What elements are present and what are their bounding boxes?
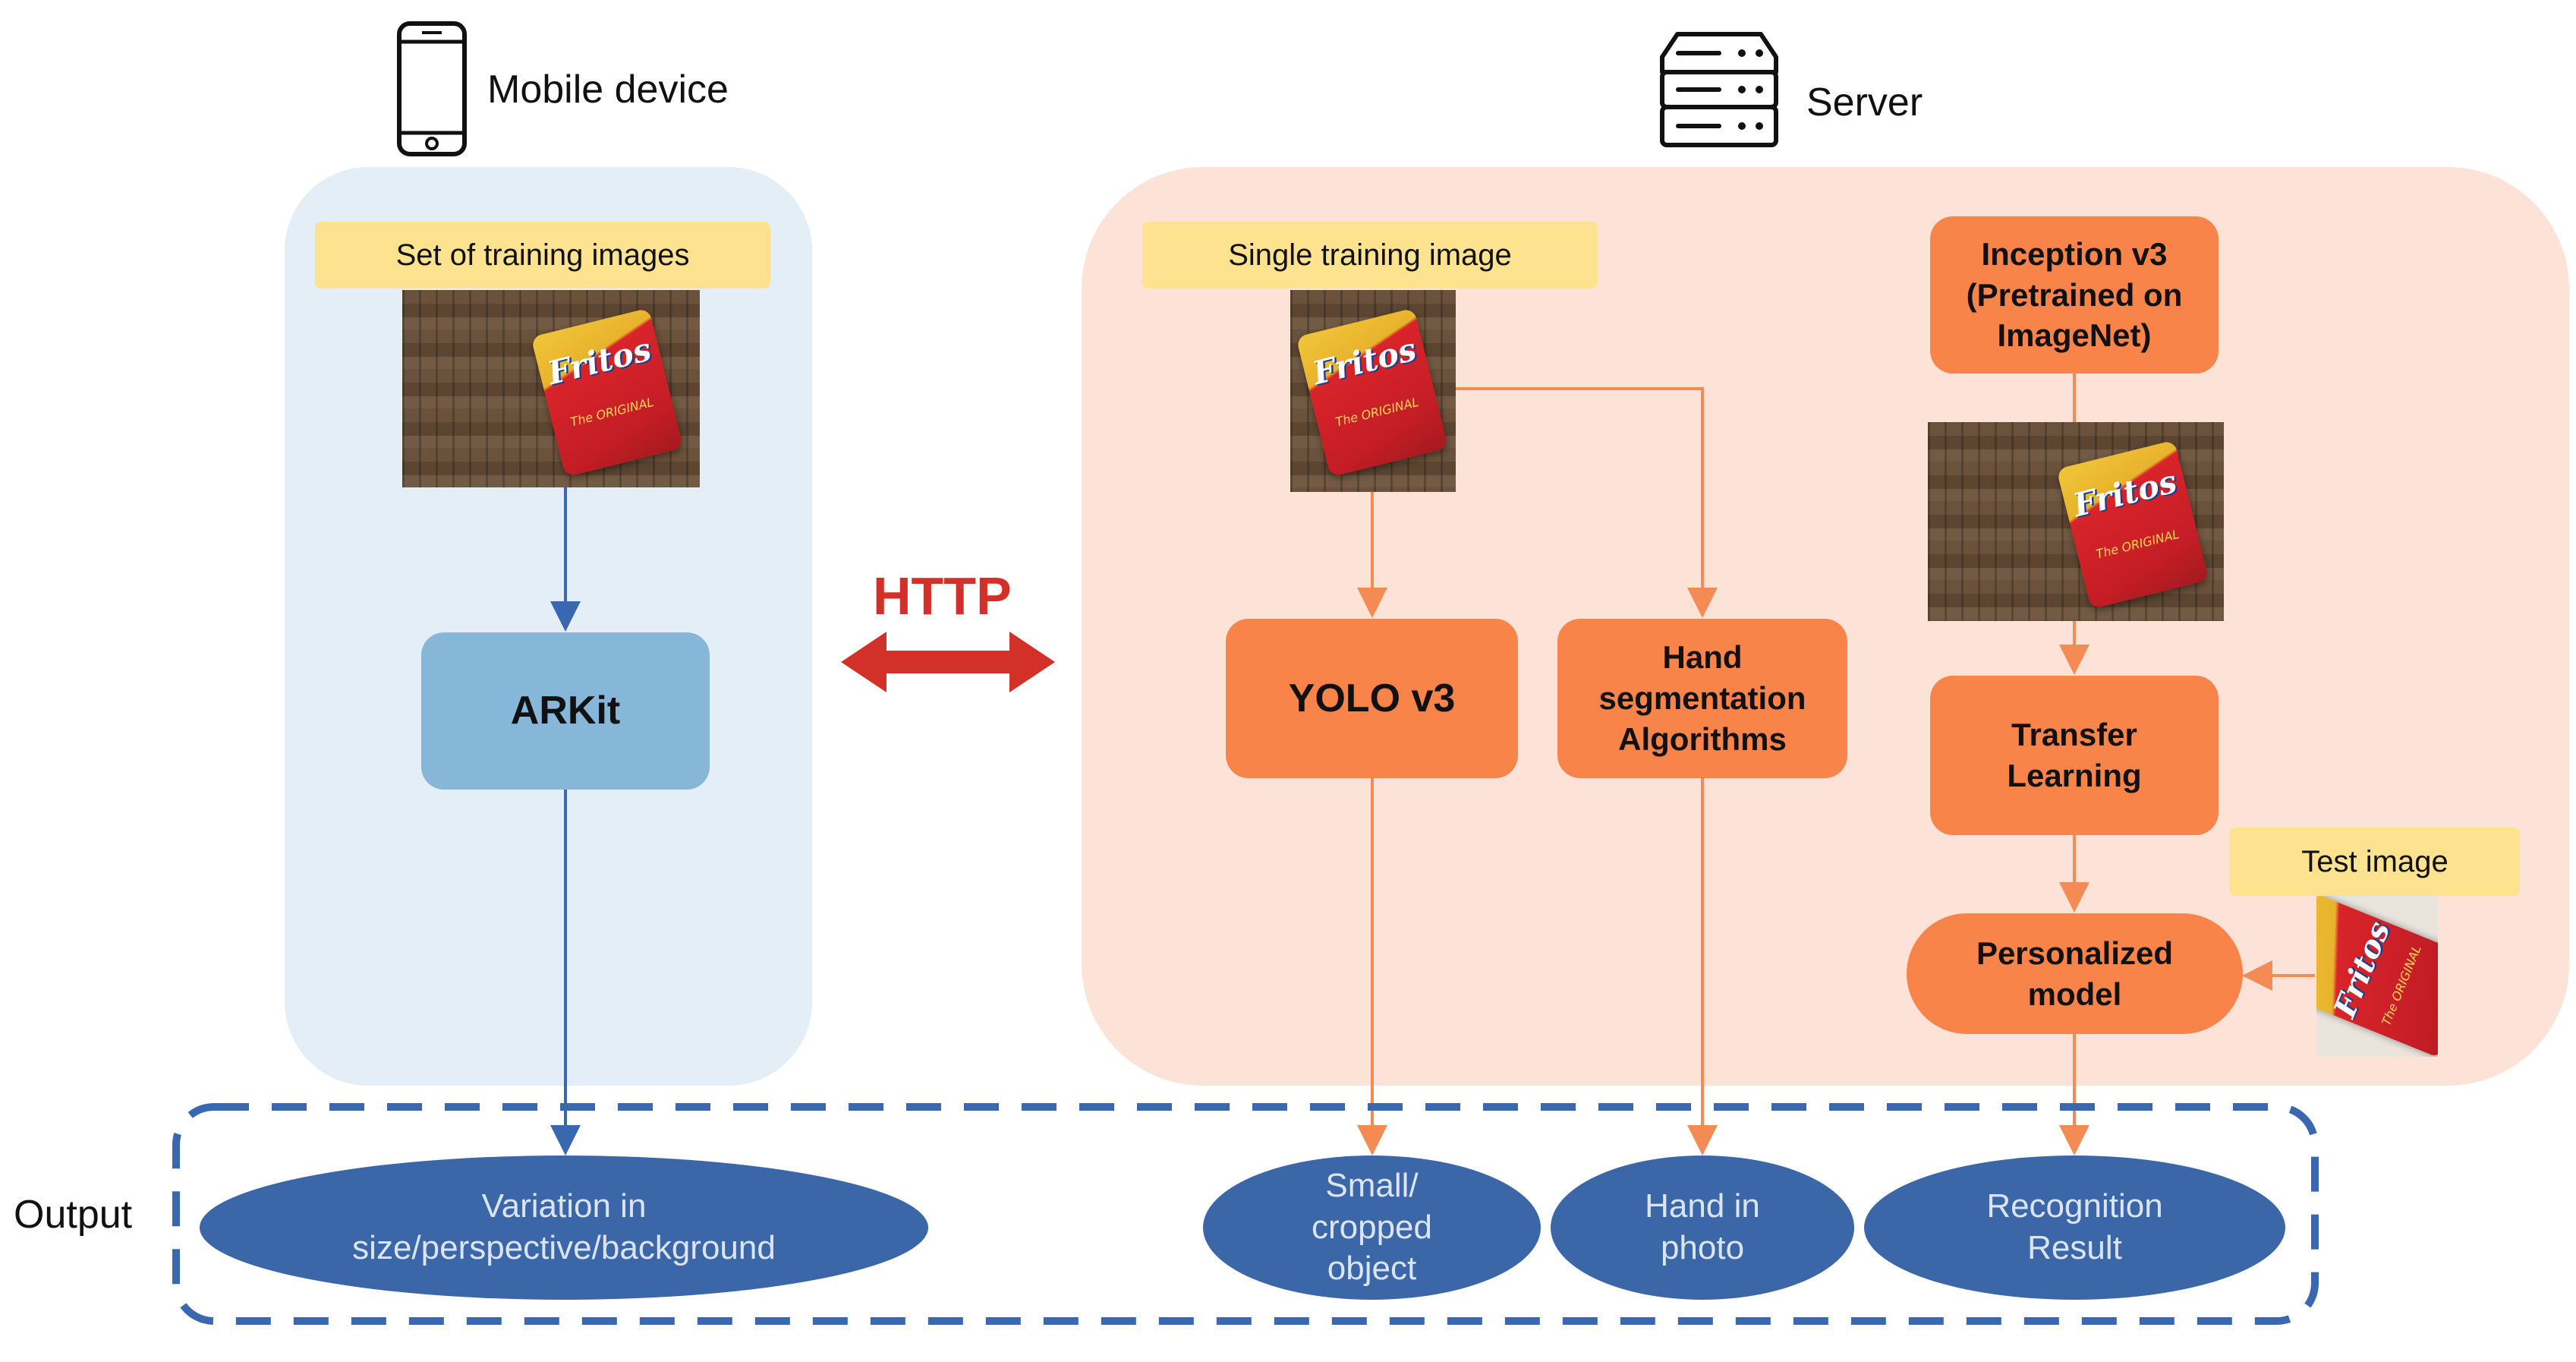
transfer-learning-box: Transfer Learning [1930,676,2219,835]
fritos-sub: The ORIGINAL [2094,526,2181,562]
inception-v3-box: Inception v3 (Pretrained on ImageNet) [1930,216,2219,374]
fritos-logo: Fritos [543,330,655,393]
personalized-model-box: Personalized model [1907,913,2243,1034]
inception-training-photo: Fritos The ORIGINAL [1928,422,2224,621]
server-rack-icon [1660,32,1778,147]
fritos-logo: Fritos [1308,330,1420,393]
fritos-sub: The ORIGINAL [1334,394,1421,430]
output-hand-in-photo: Hand in photo [1551,1155,1854,1300]
hand-segmentation-box: Hand segmentation Algorithms [1557,619,1847,778]
fritos-bag: Fritos The ORIGINAL [2316,896,2438,1057]
output-variation: Variation in size/perspective/background [200,1155,928,1300]
http-label: HTTP [873,566,1012,626]
training-images-photo: Fritos The ORIGINAL [402,290,700,487]
tag-training-set: Set of training images [315,222,770,288]
server-label: Server [1806,80,1923,125]
output-dashed-frame [172,1103,2319,1325]
arkit-box: ARKit [421,632,710,790]
tag-test-image: Test image [2230,828,2520,896]
single-training-photo: Fritos The ORIGINAL [1290,290,1456,492]
mobile-device-label: Mobile device [487,68,729,112]
fritos-sub: The ORIGINAL [568,394,656,430]
smartphone-icon [397,21,467,156]
test-image-photo: Fritos The ORIGINAL [2316,896,2438,1057]
http-double-arrow [841,632,1055,692]
fritos-logo: Fritos [2069,462,2181,525]
arrow-image-to-handseg [1456,387,1718,618]
yolo-v3-box: YOLO v3 [1226,619,1518,778]
tag-single-training-image: Single training image [1142,222,1598,288]
output-recognition-result: Recognition Result [1864,1155,2285,1300]
output-label: Output [14,1193,133,1237]
output-small-object: Small/ cropped object [1203,1155,1541,1300]
